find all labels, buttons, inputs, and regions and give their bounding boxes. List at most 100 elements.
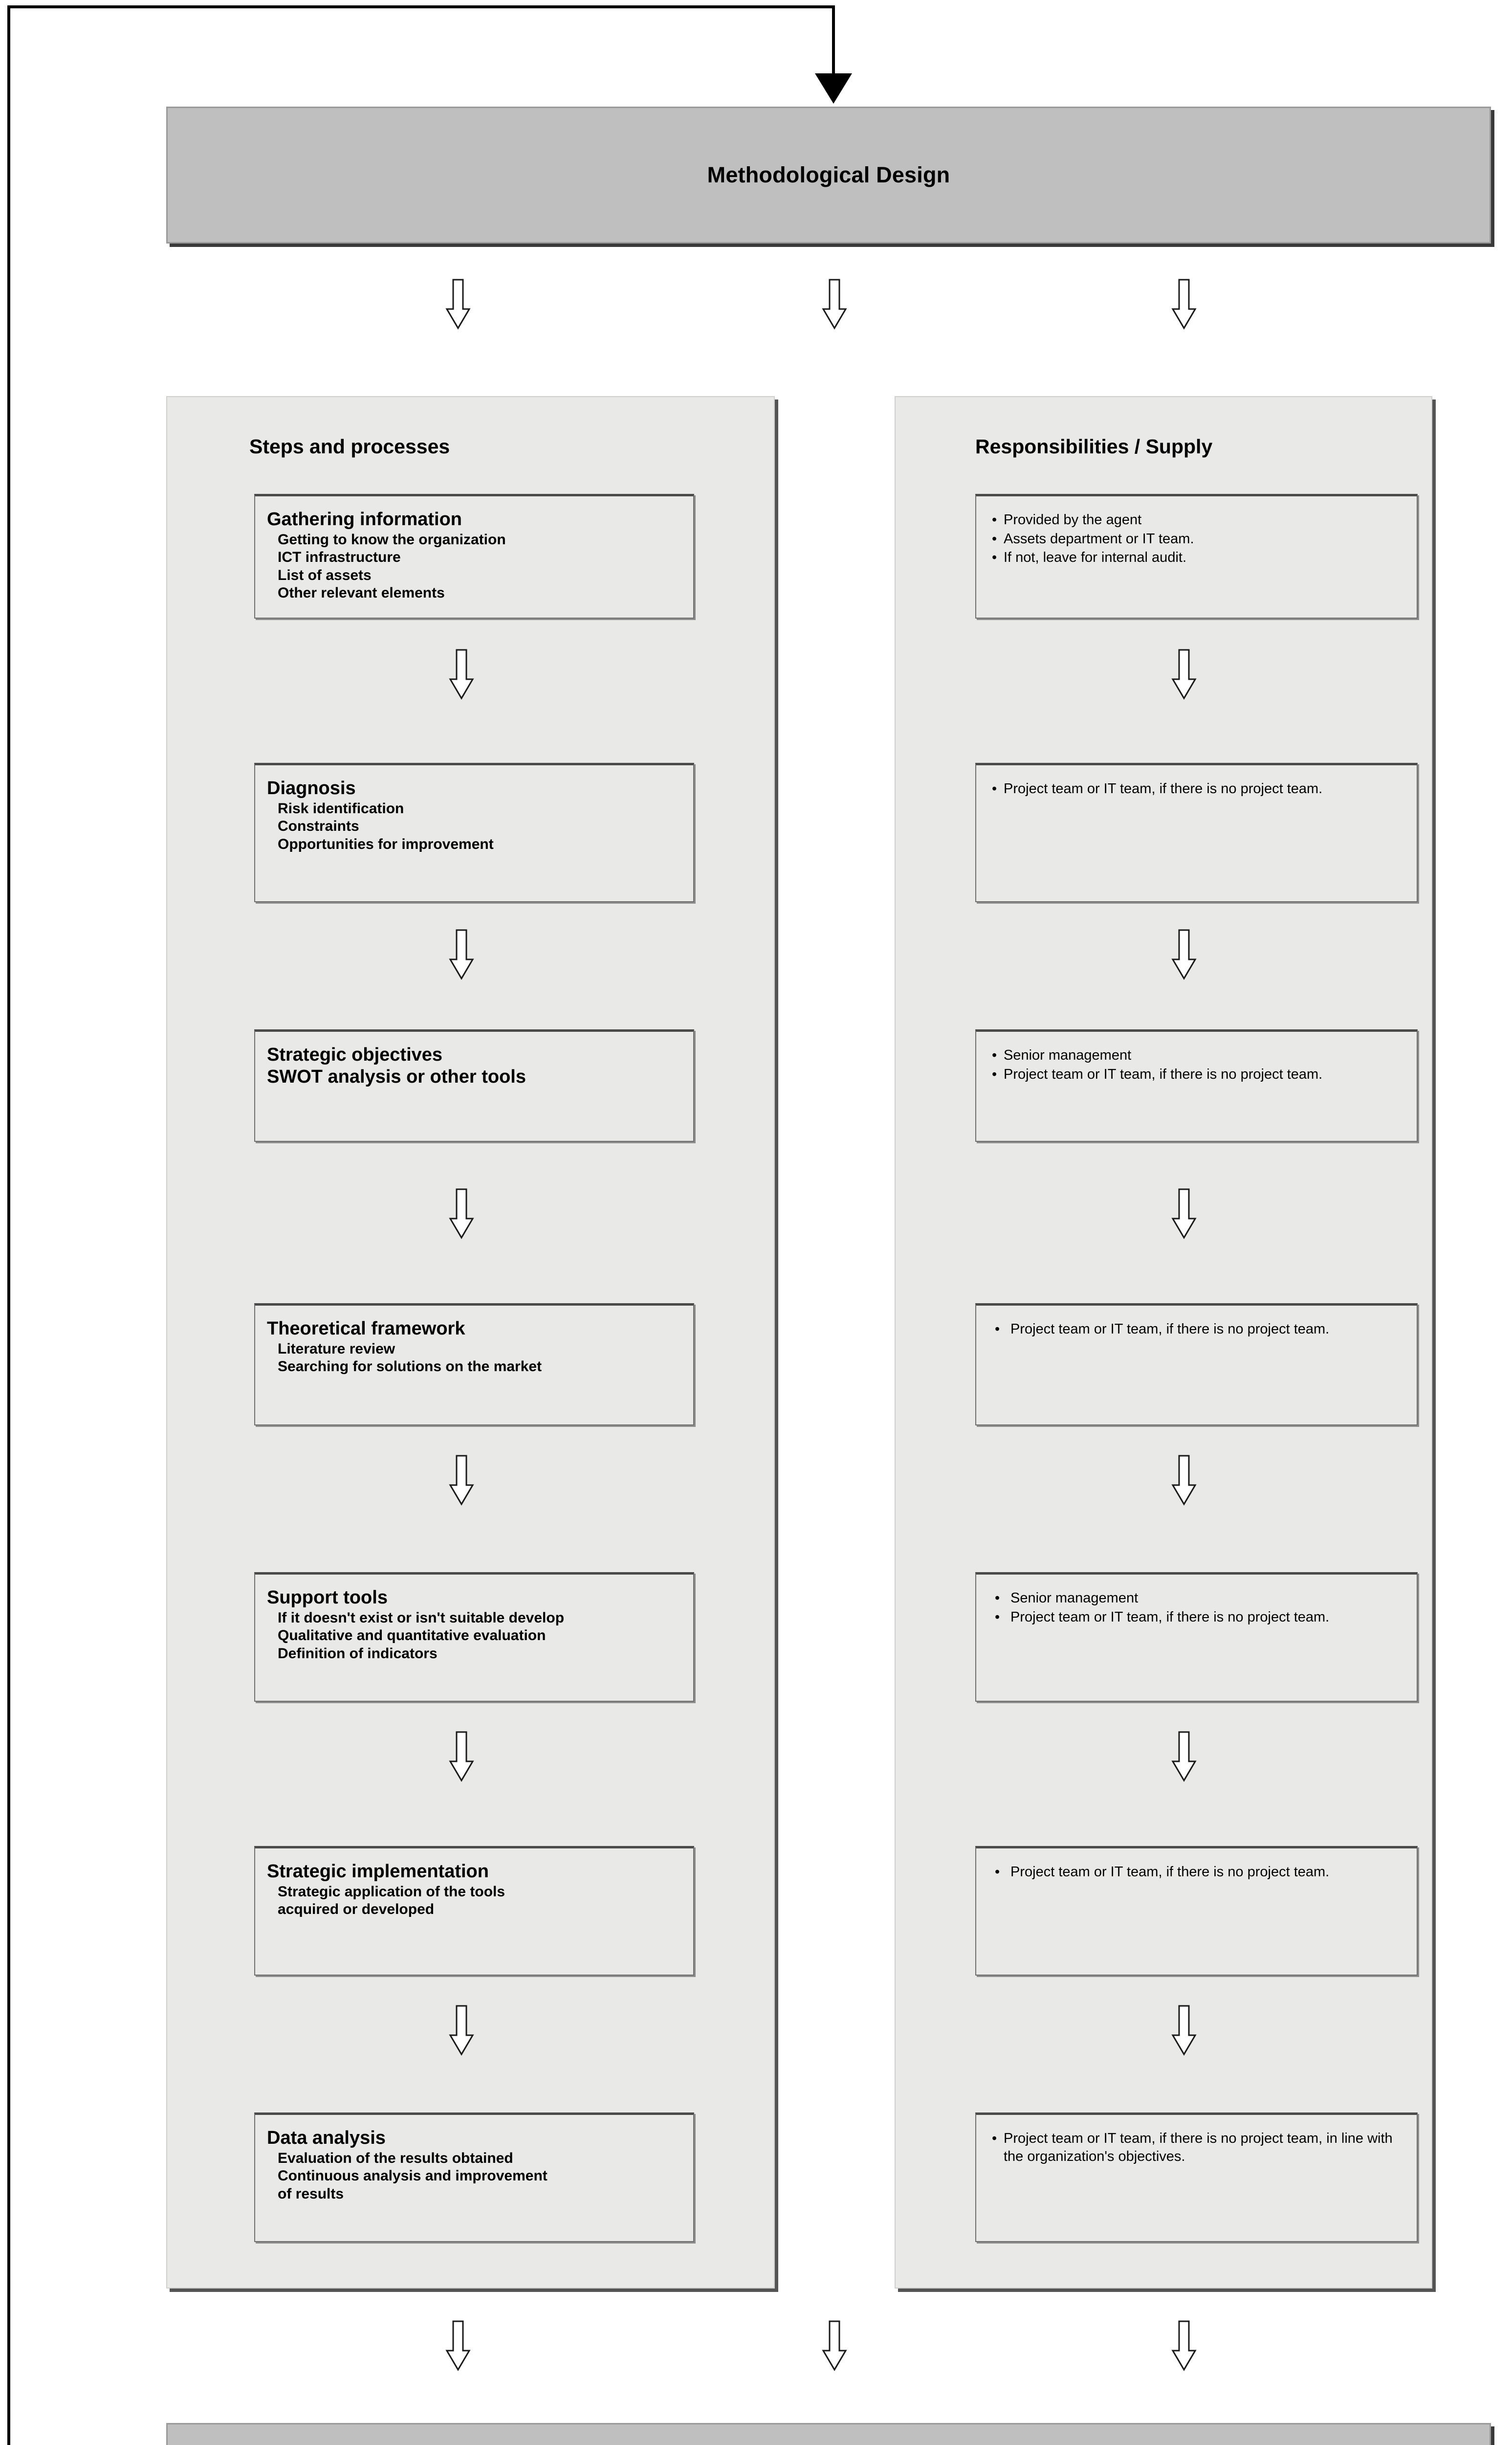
step-heading: Theoretical framework (267, 1318, 465, 1339)
responsibility-box-7[interactable]: • Project team or IT team, if there is no… (975, 2112, 1418, 2242)
arrow-down-icon (821, 2320, 848, 2371)
step-line: Other relevant elements (278, 585, 445, 601)
responsibility-bullet-list: • Project team or IT team, if there is no… (976, 1848, 1417, 1888)
step-box-strategic-implementation[interactable]: Strategic implementation Strategic appli… (254, 1846, 694, 1976)
bullet-text: Project team or IT team, if there is no … (1004, 1066, 1323, 1082)
banner-top-label: Methodological Design (707, 162, 950, 187)
list-item: • Assets department or IT team. (991, 530, 1404, 548)
step-line: Qualitative and quantitative evaluation (278, 1627, 546, 1644)
panel-title-steps-and-processes: Steps and processes (249, 435, 450, 458)
step-line: Risk identification (278, 800, 404, 817)
arrow-down-icon (448, 2005, 475, 2056)
step-heading: Strategic implementation (267, 1861, 489, 1882)
bullet-text: Project team or IT team, if there is no … (1004, 781, 1323, 797)
responsibility-box-6[interactable]: • Project team or IT team, if there is no… (975, 1846, 1418, 1976)
arrow-down-icon (448, 929, 475, 980)
step-heading: Data analysis (267, 2128, 386, 2148)
arrow-down-icon (821, 279, 848, 330)
arrow-down-icon (1171, 1731, 1197, 1782)
arrow-down-icon (1171, 1455, 1197, 1506)
responsibility-box-3[interactable]: • Senior management • Project team or IT t… (975, 1029, 1418, 1142)
responsibility-box-2[interactable]: • Project team or IT team, if there is no… (975, 763, 1418, 902)
list-item: • Project team or IT team, if there is no… (991, 2130, 1404, 2165)
step-line: Strategic application of the tools (278, 1883, 505, 1900)
arrow-down-icon (1171, 279, 1197, 330)
step-line: List of assets (278, 567, 372, 583)
step-line: acquired or developed (278, 1901, 435, 1918)
step-box-data-analysis[interactable]: Data analysis Evaluation of the results … (254, 2112, 694, 2242)
list-item: • Senior management (991, 1589, 1404, 1607)
arrow-down-icon (448, 1455, 475, 1506)
step-line: Evaluation of the results obtained (278, 2150, 513, 2166)
step-line: Getting to know the organization (278, 531, 506, 548)
step-line: of results (278, 2185, 344, 2202)
step-line: ICT infrastructure (278, 549, 401, 566)
step-line: Opportunities for improvement (278, 836, 494, 852)
step-box-gathering-information[interactable]: Gathering information Getting to know th… (254, 494, 694, 619)
list-item: • Project team or IT team, if there is no… (991, 780, 1404, 798)
panel-title-responsibilities-supply: Responsibilities / Supply (975, 435, 1213, 458)
list-item: • Project team or IT team, if there is no… (991, 1863, 1404, 1881)
bullet-text: If not, leave for internal audit. (1004, 550, 1186, 566)
list-item: • Project team or IT team, if there is no… (991, 1066, 1404, 1084)
responsibility-box-1[interactable]: •Provided by the agent • Assets departmen… (975, 494, 1418, 619)
step-heading: Support tools (267, 1587, 388, 1608)
bullet-icon: • (992, 781, 997, 797)
bullet-text: Assets department or IT team. (1004, 531, 1194, 547)
step-box-diagnosis[interactable]: Diagnosis Risk identification Constraint… (254, 763, 694, 902)
bullet-icon: • (992, 1066, 997, 1082)
arrow-down-icon (445, 279, 471, 330)
bullet-icon: • (995, 1321, 1000, 1337)
responsibility-box-4[interactable]: • Project team or IT team, if there is no… (975, 1303, 1418, 1425)
arrow-down-icon (1171, 929, 1197, 980)
bullet-icon: • (995, 1590, 1000, 1606)
step-line: Searching for solutions on the market (278, 1358, 542, 1375)
bullet-icon: • (992, 531, 997, 547)
bullet-text: Senior management (1004, 1047, 1132, 1063)
step-heading: Gathering information (267, 509, 462, 530)
step-line: If it doesn't exist or isn't suitable de… (278, 1609, 565, 1626)
step-box-support-tools[interactable]: Support tools If it doesn't exist or isn… (254, 1572, 694, 1702)
list-item: • Project team or IT team, if there is no… (991, 1320, 1404, 1338)
arrow-down-icon (448, 1731, 475, 1782)
responsibility-bullet-list: • Project team or IT team, if there is no… (976, 2115, 1417, 2172)
list-item: • If not, leave for internal audit. (991, 549, 1404, 567)
arrow-down-icon (445, 2320, 471, 2371)
step-box-strategic-objectives[interactable]: Strategic objectives SWOT analysis or ot… (254, 1029, 694, 1142)
responsibility-bullet-list: • Project team or IT team, if there is no… (976, 1306, 1417, 1345)
step-line: Literature review (278, 1340, 395, 1357)
bullet-icon: • (992, 512, 997, 528)
bullet-icon: • (995, 1864, 1000, 1880)
bullet-text: Senior management (1010, 1590, 1139, 1606)
arrow-down-icon (1171, 2320, 1197, 2371)
arrow-down-icon (448, 649, 475, 700)
arrow-down-icon (1171, 649, 1197, 700)
bullet-icon: • (995, 1609, 1000, 1625)
step-line: Definition of indicators (278, 1645, 438, 1662)
bullet-text: Project team or IT team, if there is no … (1010, 1609, 1330, 1625)
step-heading: Diagnosis (267, 778, 356, 799)
step-line: Constraints (278, 818, 359, 835)
list-item: • Senior management (991, 1046, 1404, 1065)
step-line: SWOT analysis or other tools (267, 1066, 526, 1087)
step-heading: Strategic objectives (267, 1045, 443, 1065)
bullet-text: Project team or IT team, if there is no … (1004, 2131, 1393, 2164)
bullet-text: Project team or IT team, if there is no … (1010, 1864, 1330, 1880)
banner-continuous-improvement-cycle: Continuous improvement cycle (166, 2423, 1491, 2445)
banner-methodological-design: Methodological Design (166, 107, 1491, 244)
step-line: Continuous analysis and improvement (278, 2168, 548, 2184)
step-box-theoretical-framework[interactable]: Theoretical framework Literature review … (254, 1303, 694, 1425)
bullet-icon: • (992, 1047, 997, 1063)
responsibility-bullet-list: • Project team or IT team, if there is no… (976, 765, 1417, 805)
arrow-down-icon (448, 1188, 475, 1239)
bullet-icon: • (992, 550, 997, 566)
responsibility-bullet-list: •Provided by the agent • Assets departmen… (976, 496, 1417, 574)
responsibility-box-5[interactable]: • Senior management • Project team or IT t… (975, 1572, 1418, 1702)
arrow-down-icon (1171, 2005, 1197, 2056)
bullet-icon: • (992, 2131, 997, 2146)
arrow-down-icon (1171, 1188, 1197, 1239)
list-item: •Provided by the agent (991, 511, 1404, 529)
responsibility-bullet-list: • Senior management • Project team or IT t… (976, 1032, 1417, 1090)
bullet-text: Project team or IT team, if there is no … (1010, 1321, 1330, 1337)
